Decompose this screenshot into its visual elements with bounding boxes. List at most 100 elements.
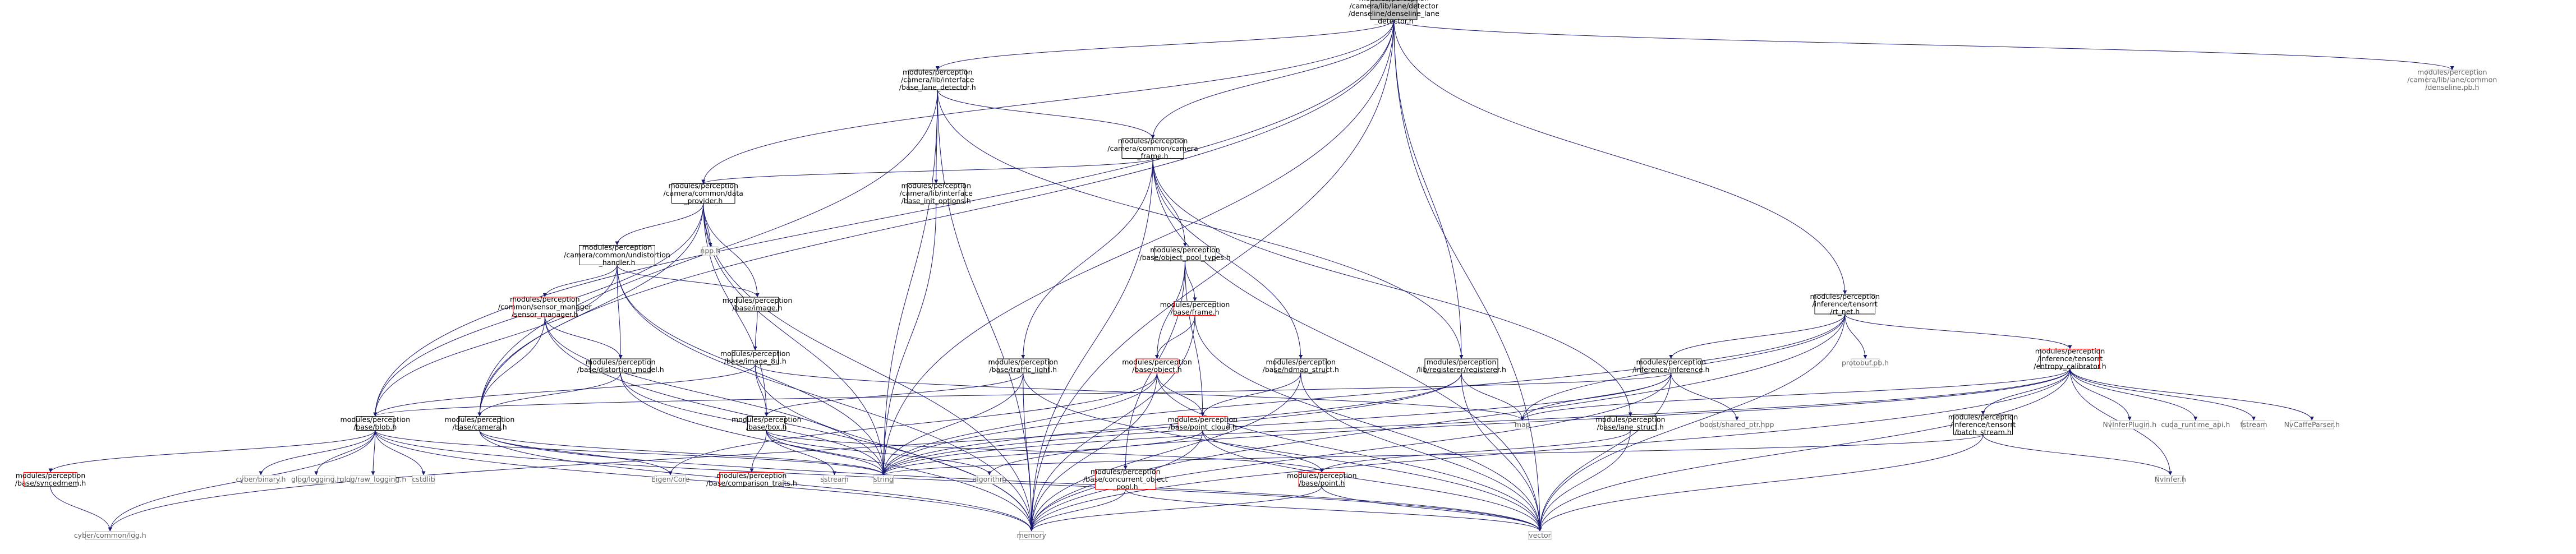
- node-label-root-line-0: modules/perception: [1359, 0, 1429, 2]
- node-lane_struct[interactable]: modules/perception/base/lane_struct.h: [1595, 415, 1666, 431]
- node-box-boost_shared_ptr: [1712, 420, 1762, 430]
- node-label-distortion_model-line-0: modules/perception: [586, 358, 656, 366]
- node-npp: npp.h: [700, 246, 720, 256]
- node-label-traffic_light-line-1: /base/traffic_light.h: [989, 365, 1057, 373]
- node-registerer[interactable]: modules/perception/lib/registerer/regist…: [1416, 358, 1506, 374]
- node-denseline_pb: modules/perception/camera/lib/lane/commo…: [2407, 68, 2497, 91]
- node-label-glog_raw_logging-line-0: glog/raw_logging.h: [340, 475, 407, 483]
- node-camera_frame[interactable]: modules/perception/camera/common/camera_…: [1107, 137, 1198, 160]
- edge-object-to-Eigen_Core: [668, 372, 1157, 475]
- node-hdmap_struct[interactable]: modules/perception/base/hdmap_struct.h: [1263, 358, 1339, 374]
- node-NvInfer: NvInfer.h: [2155, 475, 2186, 484]
- edge-box-to-point: [766, 430, 1324, 473]
- node-batch_stream[interactable]: modules/perception/inference/tensorrt/ba…: [1948, 413, 2018, 436]
- edge-registerer-to-string: [881, 372, 1462, 475]
- edge-entropy_calibrator-to-NvCaffeParser: [2069, 368, 2314, 421]
- node-label-frame-line-0: modules/perception: [1160, 300, 1230, 308]
- edge-syncedmem-to-cyber_log: [50, 486, 112, 532]
- edge-traffic_light-to-box: [764, 372, 1024, 417]
- node-label-cstdlib-line-0: cstdlib: [412, 475, 435, 483]
- edge-hdmap_struct-to-memory: [1029, 372, 1301, 532]
- edge-base_init_options-to-string: [881, 203, 937, 475]
- node-box-protobuf: [1851, 358, 1880, 368]
- node-sstream: sstream: [820, 475, 849, 484]
- edge-sensor_manager-to-string: [544, 316, 886, 475]
- edge-camera_frame-to-data_provider: [701, 158, 1153, 184]
- node-data_provider[interactable]: modules/perception/camera/common/data_pr…: [664, 182, 743, 205]
- node-label-camera-line-0: modules/perception: [445, 415, 515, 423]
- node-label-data_provider-line-1: /camera/common/data: [664, 189, 743, 197]
- node-box-NvCaffeParser: [2290, 420, 2334, 430]
- node-image[interactable]: modules/perception/base/image.h: [723, 296, 793, 312]
- node-root[interactable]: modules/perception/camera/lib/lane/detec…: [1349, 0, 1439, 25]
- node-box-cstdlib: [412, 475, 435, 484]
- node-box-undistortion_handler: [579, 245, 655, 265]
- node-label-image_8u-line-0: modules/perception: [720, 349, 790, 358]
- node-box[interactable]: modules/perception/base/box.h: [732, 415, 802, 431]
- node-label-Eigen_Core-line-0: Eigen/Core: [651, 475, 689, 483]
- edge-root-to-memory: [1029, 19, 1395, 532]
- node-syncedmem[interactable]: modules/perception/base/syncedmem.h: [15, 471, 86, 487]
- node-distortion_model[interactable]: modules/perception/base/distortion_model…: [577, 358, 664, 374]
- node-entropy_calibrator[interactable]: modules/perception/inference/tensorrt/en…: [2034, 347, 2106, 371]
- node-concurrent_object_pool[interactable]: modules/perception/base/concurrent_objec…: [1083, 468, 1168, 491]
- node-label-distortion_model-line-1: /base/distortion_model.h: [577, 365, 664, 373]
- node-camera[interactable]: modules/perception/base/camera.h: [445, 415, 515, 431]
- node-point_cloud[interactable]: modules/perception/base/point_cloud.h: [1168, 415, 1238, 431]
- node-label-rt_net-line-1: /inference/tensorrt: [1812, 300, 1878, 308]
- node-image_8u[interactable]: modules/perception/base/image_8u.h: [720, 349, 790, 366]
- node-cstdlib: cstdlib: [412, 475, 435, 484]
- node-box-object_pool_types: [1154, 246, 1216, 261]
- node-rt_net[interactable]: modules/perception/inference/tensorrt/rt…: [1810, 292, 1880, 316]
- node-label-image_8u-line-1: /base/image_8u.h: [724, 357, 786, 365]
- edge-blob-to-glog_raw_logging: [371, 430, 376, 475]
- node-blob[interactable]: modules/perception/base/blob.h: [341, 415, 411, 431]
- node-box-root: [1370, 0, 1418, 20]
- node-label-protobuf-line-0: protobuf.pb.h: [1842, 359, 1889, 367]
- node-object_pool_types[interactable]: modules/perception/base/object_pool_type…: [1139, 246, 1230, 262]
- node-base_lane_detector[interactable]: modules/perception/camera/lib/interface/…: [899, 68, 976, 91]
- node-point[interactable]: modules/perception/base/point.h: [1287, 471, 1357, 487]
- node-traffic_light[interactable]: modules/perception/base/traffic_light.h: [988, 358, 1059, 374]
- node-label-boost_shared_ptr-line-0: boost/shared_ptr.hpp: [1700, 421, 1774, 429]
- edge-lane_struct-to-vector: [1538, 430, 1631, 532]
- node-box-camera_frame: [1121, 138, 1184, 159]
- edge-undistortion_handler-to-distortion_model: [617, 265, 623, 359]
- edge-registerer-to-cyber_log: [108, 372, 1462, 532]
- node-sensor_manager[interactable]: modules/perception/common/sensor_manager…: [498, 295, 592, 318]
- node-box-cuda_runtime_api: [2172, 420, 2219, 430]
- node-label-NvCaffeParser-line-0: NvCaffeParser.h: [2284, 421, 2340, 429]
- edge-lane_struct-to-point: [1319, 430, 1631, 473]
- node-string: string: [873, 475, 894, 484]
- node-box-camera: [458, 416, 501, 431]
- node-label-NvInferPlugin-line-0: NvInferPlugin.h: [2103, 421, 2156, 429]
- edge-root-to-string: [881, 19, 1395, 475]
- node-label-blob-line-1: /base/blob.h: [353, 423, 397, 431]
- node-label-hdmap_struct-line-0: modules/perception: [1266, 358, 1336, 366]
- node-inference[interactable]: modules/perception/inference/inference.h: [1632, 358, 1709, 374]
- edge-camera-to-Eigen_Core: [479, 430, 673, 475]
- node-base_init_options[interactable]: modules/perception/camera/lib/interface/…: [900, 182, 973, 205]
- edge-frame-to-memory: [1029, 315, 1195, 532]
- node-comparison_traits[interactable]: modules/perception/base/comparison_trait…: [706, 471, 797, 487]
- node-label-comparison_traits-line-0: modules/perception: [717, 471, 787, 479]
- edge-blob-to-syncedmem: [48, 430, 376, 473]
- node-box-NvInferPlugin: [2110, 420, 2149, 430]
- edge-root-to-vector: [1393, 19, 1542, 532]
- edge-image_8u-to-blob: [373, 364, 756, 417]
- node-object[interactable]: modules/perception/base/object.h: [1122, 358, 1192, 374]
- node-label-lane_struct-line-0: modules/perception: [1595, 415, 1666, 423]
- edge-concurrent_object_pool-to-memory: [1029, 489, 1126, 532]
- node-box-blob: [356, 416, 394, 431]
- node-frame[interactable]: modules/perception/base/frame.h: [1160, 300, 1230, 316]
- edge-root-to-camera: [477, 19, 1395, 417]
- node-box-algorithm: [976, 475, 1003, 484]
- node-cyber_log: cyber/common/log.h: [74, 531, 146, 540]
- edge-camera_frame-to-hdmap_struct: [1152, 158, 1303, 359]
- node-box-rt_net: [1814, 294, 1875, 315]
- node-label-entropy_calibrator-line-1: /inference/tensorrt: [2037, 354, 2103, 363]
- node-label-glog_logging-line-0: glog/logging.h: [291, 475, 341, 483]
- edge-rt_net-to-protobuf: [1844, 313, 1867, 359]
- node-undistortion_handler[interactable]: modules/perception/camera/common/undisto…: [564, 243, 670, 267]
- edge-point_cloud-to-string: [881, 430, 1203, 475]
